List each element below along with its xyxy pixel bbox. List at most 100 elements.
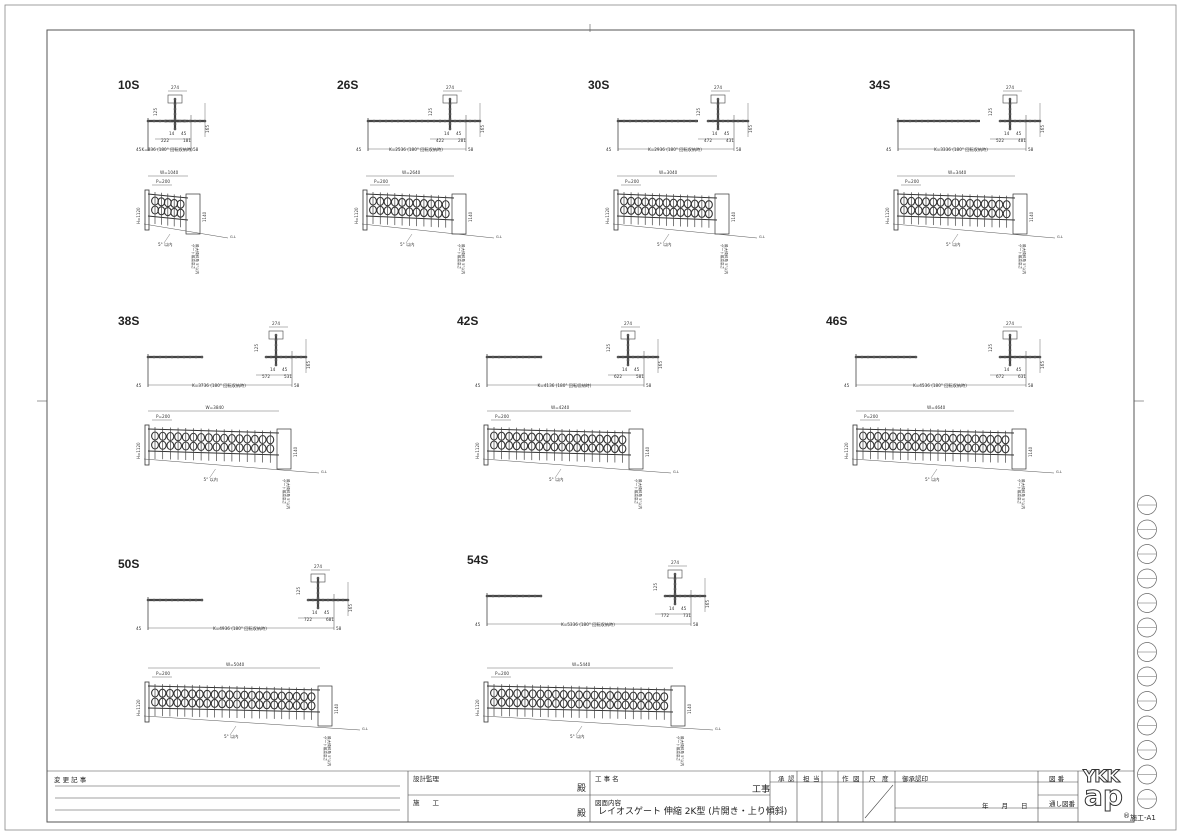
col-header-3: 担 — [803, 775, 810, 783]
slope-text: 5° 以内 — [925, 476, 939, 483]
plan-arm-joint — [716, 112, 720, 116]
ykk-logo-bottom: ap — [1084, 779, 1124, 812]
dim-pitch: P=200 — [495, 414, 509, 419]
plan-joint — [938, 119, 942, 123]
design-supervision-label: 設計監理 — [413, 775, 439, 783]
gl-text: G.L — [496, 235, 502, 239]
dim-m1: 222 — [161, 138, 169, 143]
dim-m1: 672 — [996, 374, 1004, 379]
slope-text: 5° 以内 — [204, 476, 218, 483]
vertical-note-1: ゲート最高高さ — [720, 244, 725, 270]
dim-h1: 125 — [153, 108, 158, 116]
vertical-note-1: ゲート最高高さ — [1018, 244, 1023, 270]
elev-top-rail — [855, 428, 1015, 434]
plan-arm-joint — [443, 119, 447, 123]
plan-joint — [497, 594, 501, 598]
elev-top-rail — [147, 685, 321, 691]
elev-bottom-rail — [365, 215, 455, 221]
plan-arm-joint — [173, 117, 177, 121]
dim-pitch: P=200 — [495, 671, 509, 676]
plan-arm-joint — [178, 119, 182, 123]
dim-m2: 431 — [726, 138, 734, 143]
elev-bottom-rail — [896, 215, 1016, 221]
plan-joint — [878, 355, 882, 359]
elev-bottom-rail — [147, 707, 321, 713]
vertical-note-2: 最大傾斜角 5°以内 — [286, 479, 291, 510]
plan-joint — [664, 119, 668, 123]
plan-hinge-box — [710, 94, 726, 104]
plan-arm-joint — [294, 355, 298, 359]
dim-top-width: 274 — [171, 85, 179, 90]
vertical-note-2: 最大傾斜角 5°以内 — [461, 244, 466, 275]
revision-circle — [1137, 642, 1157, 662]
plan-arm-joint — [173, 97, 177, 101]
plan-joint — [384, 119, 388, 123]
panel-label-10S: 10S — [118, 78, 140, 92]
drawing-title: レイオスゲート 伸縮 2K型 (片開き・上り傾斜) — [598, 807, 788, 817]
plan-arm-joint — [631, 355, 635, 359]
plan-arm-joint — [183, 119, 187, 123]
revision-circle — [1137, 495, 1157, 515]
plan-joint — [176, 355, 180, 359]
elev-post-right — [451, 193, 467, 235]
dim-m1: 522 — [996, 138, 1004, 143]
plan-arm-joint — [448, 102, 452, 106]
plan-arm-joint — [731, 119, 735, 123]
plan-arm-joint — [316, 576, 320, 580]
elev-post-left — [483, 681, 489, 723]
plan-joint — [640, 119, 644, 123]
plan-arm-joint — [673, 597, 677, 601]
elev-slope-line — [482, 715, 714, 731]
plan-joint — [188, 598, 192, 602]
plan-arm-joint — [326, 598, 330, 602]
plan-arm-joint — [448, 127, 452, 131]
elev-post-right — [628, 428, 644, 470]
dim-h2: 165 — [306, 361, 311, 369]
elev-post-right — [714, 193, 730, 235]
dim-45-left: 45 — [136, 383, 142, 388]
plan-joint — [527, 355, 531, 359]
dim-m1: 472 — [704, 138, 712, 143]
plan-joint — [152, 119, 156, 123]
plan-arm-joint — [626, 363, 630, 367]
dim-post: 1140 — [1029, 211, 1034, 222]
plan-arm-joint — [626, 338, 630, 342]
plan-arm-joint — [448, 112, 452, 116]
vertical-note-1: ゲート最高高さ — [282, 479, 287, 505]
dim-h2: 165 — [658, 361, 663, 369]
plan-arm-joint — [274, 363, 278, 367]
dim-14: 14 — [312, 610, 318, 615]
dim-m2: 531 — [284, 374, 292, 379]
plan-joint — [956, 119, 960, 123]
dim-post: 1140 — [687, 703, 692, 714]
dim-m2: 631 — [1018, 374, 1026, 379]
vertical-note-2: 最大傾斜角 5°以内 — [195, 244, 200, 275]
plan-arm-joint — [683, 594, 687, 598]
gl-text: G.L — [715, 727, 721, 731]
plan-arm-joint — [1018, 355, 1022, 359]
slope-leader — [209, 468, 216, 479]
dim-k-text: K=4136 (180° 回転収納時) — [538, 382, 592, 389]
plan-arm-joint — [316, 601, 320, 605]
plan-hinge-box — [268, 330, 284, 340]
plan-arm-joint — [1003, 355, 1007, 359]
slope-text: 5° 以内 — [400, 241, 414, 248]
plan-arm-joint — [1008, 127, 1012, 131]
dim-h1: 125 — [296, 587, 301, 595]
elev-top-rail — [896, 193, 1016, 199]
dim-k-text: K=4936 (180° 回転収納時) — [213, 625, 267, 632]
dim-post: 1140 — [1028, 446, 1033, 457]
plan-arm-joint — [673, 602, 677, 606]
panel-label-46S: 46S — [826, 314, 848, 328]
slope-leader — [575, 725, 583, 736]
plan-arm-joint — [274, 343, 278, 347]
plan-joint — [896, 355, 900, 359]
dim-h2: 165 — [1040, 361, 1045, 369]
plan-joint — [974, 119, 978, 123]
plan-joint — [932, 119, 936, 123]
dim-45: 45 — [282, 367, 288, 372]
plan-arm-joint — [193, 119, 197, 123]
dim-h1: 125 — [988, 108, 993, 116]
